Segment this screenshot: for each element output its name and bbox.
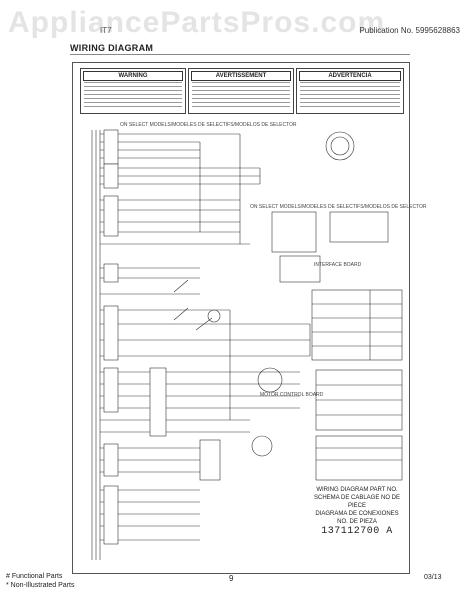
warning-text (300, 82, 400, 110)
connector-blocks (103, 129, 221, 545)
watermark: AppliancePartsPros.com (0, 0, 464, 48)
functional-parts-note: # Functional Parts (6, 573, 63, 580)
select-model-note-1: ON SELECT MODELS/MODELES DE SELECTIFS/MO… (120, 122, 297, 128)
part-label-english: WIRING DIAGRAM PART NO. (316, 487, 398, 493)
footer-date: 03/13 (424, 574, 442, 581)
part-label-french: SCHEMA DE CABLAGE NO DE PIECE (313, 495, 401, 509)
warning-header: WARNING (83, 71, 183, 81)
footer-legend: # Functional Parts * Non-Illustrated Par… (6, 572, 74, 590)
warning-text (192, 82, 290, 110)
wiring-part-number-block: WIRING DIAGRAM PART NO. SCHEMA DE CABLAG… (312, 486, 402, 537)
warning-box-spanish: ADVERTENCIA (296, 68, 404, 114)
warning-text (84, 82, 182, 110)
part-label-spanish: DIAGRAMA DE CONEXIONES NO. DE PIEZA (315, 511, 399, 525)
warning-header: ADVERTENCIA (299, 71, 401, 81)
page-number: 9 (229, 574, 234, 583)
main-bus (91, 130, 311, 560)
publication-label: Publication No. (359, 26, 414, 35)
watermark-text: AppliancePartsPros.com (8, 6, 386, 39)
motor-control-label: MOTOR CONTROL BOARD (260, 392, 324, 398)
diagram-title: WIRING DIAGRAM (70, 43, 154, 53)
warning-box-english: WARNING (80, 68, 186, 114)
model-number: IT7 (100, 26, 112, 35)
warning-box-french: AVERTISSEMENT (188, 68, 294, 114)
title-rule (70, 54, 410, 55)
publication-number: Publication No. 5995628863 (359, 26, 460, 35)
publication-value: 5995628863 (415, 26, 461, 35)
interface-board-label: INTERFACE BOARD (314, 262, 362, 268)
non-illustrated-note: * Non-Illustrated Parts (6, 582, 75, 589)
select-model-note-2: ON SELECT MODELS/MODELES DE SELECTIFS/MO… (250, 204, 427, 210)
part-number: 137112700 A (321, 526, 393, 537)
warning-header: AVERTISSEMENT (191, 71, 291, 81)
components (173, 131, 403, 481)
